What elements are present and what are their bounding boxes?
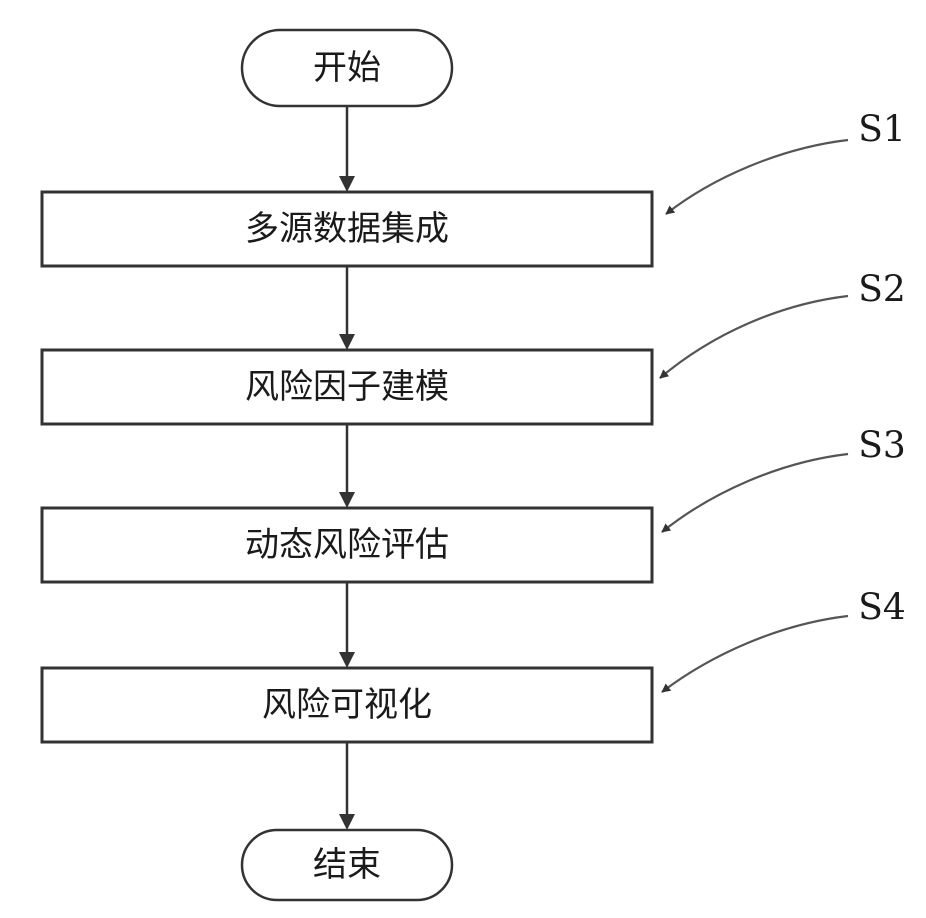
step-callout-s4: S4 <box>662 588 906 693</box>
step-id-label-s3: S3 <box>858 426 906 467</box>
arrow-head <box>339 492 355 508</box>
step-callout-s1: S1 <box>666 110 906 215</box>
process-step-s3: 动态风险评估 <box>42 508 652 582</box>
arrow-head <box>339 334 355 350</box>
end-terminal-label: 结束 <box>313 845 381 885</box>
step-id-label-s1: S1 <box>858 110 906 151</box>
process-step-s2: 风险因子建模 <box>42 350 652 424</box>
leader-arrow-s3 <box>662 454 848 532</box>
process-step-s1: 多源数据集成 <box>42 192 652 266</box>
step-id-label-s2: S2 <box>858 270 906 311</box>
arrow-head <box>339 814 355 830</box>
leader-arrow-s2 <box>660 296 848 378</box>
process-step-s3-label: 动态风险评估 <box>245 525 449 565</box>
arrow-head <box>339 176 355 192</box>
start-terminal-label: 开始 <box>313 48 381 88</box>
connector-s1-to-s2 <box>339 266 355 350</box>
connector-s4-to-end <box>339 742 355 830</box>
step-id-label-s4: S4 <box>858 588 906 629</box>
arrow-head <box>339 652 355 668</box>
process-step-s2-label: 风险因子建模 <box>245 367 449 407</box>
leader-arrow-s1 <box>666 140 848 214</box>
leader-arrow-s4 <box>662 616 848 692</box>
step-callout-s3: S3 <box>662 426 906 533</box>
step-callout-s2: S2 <box>660 270 906 379</box>
start-terminal: 开始 <box>242 30 452 106</box>
end-terminal: 结束 <box>242 830 452 900</box>
connector-s2-to-s3 <box>339 424 355 508</box>
connector-start-to-s1 <box>339 106 355 192</box>
process-step-s4: 风险可视化 <box>42 668 652 742</box>
process-step-s4-label: 风险可视化 <box>262 685 432 725</box>
process-step-s1-label: 多源数据集成 <box>245 209 449 249</box>
connector-s3-to-s4 <box>339 582 355 668</box>
